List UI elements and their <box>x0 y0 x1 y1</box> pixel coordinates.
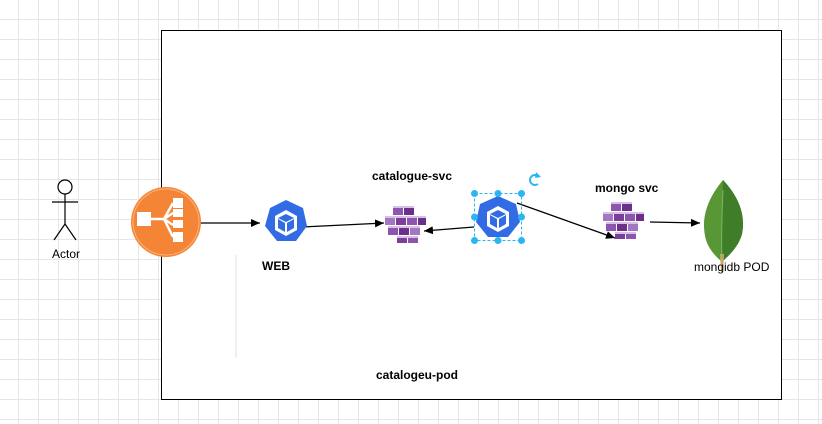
container-label: catalogeu-pod <box>376 368 459 382</box>
selection-handles[interactable] <box>471 190 525 244</box>
catalogue-pod-icon[interactable] <box>471 190 525 244</box>
mongo-svc-label: mongo svc <box>595 181 659 195</box>
edge-pod-to-mongo-svc[interactable] <box>516 202 616 239</box>
mongodb-leaf-icon[interactable] <box>703 180 744 272</box>
actor-label: Actor <box>52 247 81 261</box>
mongo-svc-icon[interactable] <box>603 202 644 239</box>
web-pod-icon[interactable] <box>265 200 307 241</box>
rotate-icon[interactable] <box>529 172 541 186</box>
web-label: WEB <box>262 259 290 273</box>
actor-icon[interactable] <box>52 179 78 241</box>
edge-web-to-catalogue-svc[interactable] <box>301 219 385 228</box>
edge-pod-to-catalogue-svc[interactable] <box>423 226 475 235</box>
edge-mongo-svc-to-mongodb[interactable] <box>649 218 701 227</box>
load-balancer-icon[interactable] <box>131 187 201 257</box>
catalogue-pod-container[interactable] <box>161 30 782 400</box>
catalogue-svc-label: catalogue-svc <box>372 169 453 183</box>
mongodb-pod-label: mongidb POD <box>694 260 770 274</box>
catalogue-svc-icon[interactable] <box>385 206 426 243</box>
